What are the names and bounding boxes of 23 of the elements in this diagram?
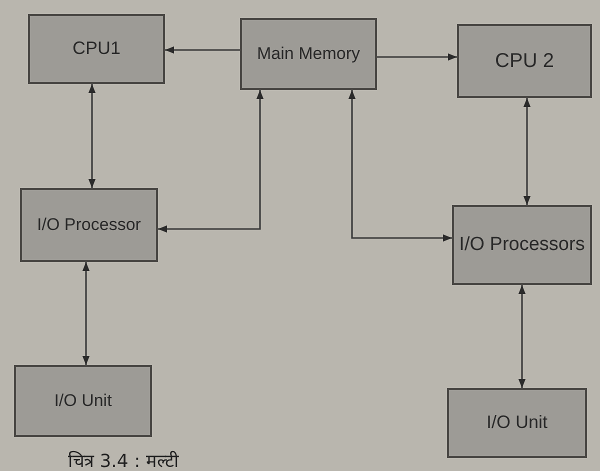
arrow bbox=[165, 46, 240, 54]
arrow bbox=[348, 90, 452, 242]
arrow bbox=[158, 90, 264, 233]
process-box bbox=[447, 388, 587, 458]
arrow bbox=[518, 285, 526, 388]
box-label: I/O Unit bbox=[54, 390, 112, 412]
process-box bbox=[28, 14, 165, 84]
arrow bbox=[82, 262, 90, 365]
box-label: I/O Unit bbox=[486, 412, 548, 434]
box-label: I/O Processors bbox=[459, 234, 585, 256]
process-box bbox=[457, 24, 592, 98]
process-box bbox=[240, 18, 377, 90]
arrow bbox=[88, 84, 96, 188]
arrow bbox=[377, 53, 457, 61]
box-label: CPU 2 bbox=[495, 49, 554, 73]
figure-caption: चित्र 3.4 : मल्टी bbox=[68, 450, 179, 471]
box-label: I/O Processor bbox=[37, 214, 141, 236]
box-label: CPU1 bbox=[72, 38, 120, 60]
process-box bbox=[14, 365, 152, 437]
process-box bbox=[20, 188, 158, 262]
arrow bbox=[523, 98, 531, 205]
box-label: Main Memory bbox=[257, 44, 360, 64]
process-box bbox=[452, 205, 592, 285]
